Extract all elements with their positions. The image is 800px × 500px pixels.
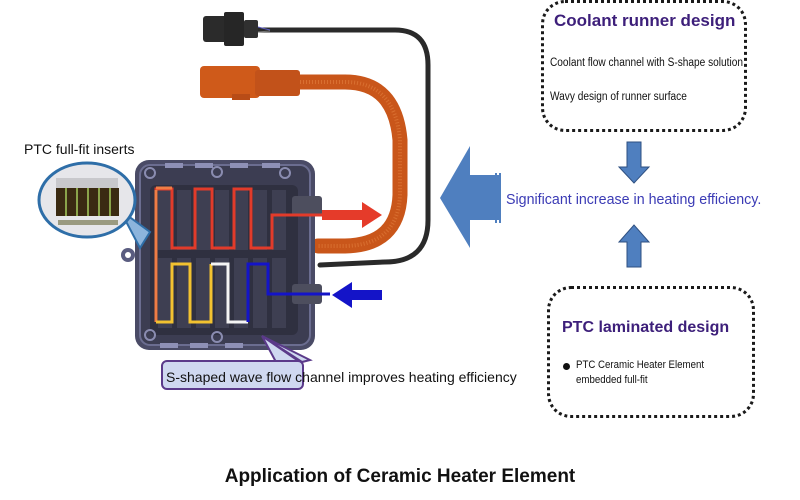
cold-inlet-arrow (332, 282, 382, 308)
signal-cable (252, 27, 431, 268)
down-arrow (617, 141, 651, 184)
big-left-arrow (440, 146, 501, 248)
callout-box (161, 360, 304, 390)
signal-connector (203, 12, 271, 46)
ptc-inserts-label: PTC full-fit inserts (24, 141, 135, 157)
hot-flow-channel (154, 187, 325, 288)
heater-housing (121, 160, 322, 350)
hot-outlet-arrow (322, 202, 382, 228)
ptc-laminated-box: PTC laminated design PTC Ceramic Heater … (547, 286, 755, 418)
efficiency-statement: Significant increase in heating efficien… (506, 191, 762, 208)
coolant-runner-line: Wavy design of runner surface (550, 91, 687, 103)
callout-highlight-text: S-shaped wave flow channel (166, 369, 345, 385)
coolant-runner-title: Coolant runner design (554, 11, 736, 30)
up-arrow (617, 224, 651, 268)
warm-flow-channel (156, 262, 213, 324)
ptc-bullet-line: PTC Ceramic Heater Element (576, 359, 705, 371)
callout-rest-text: improves heating efficiency (344, 369, 517, 385)
hv-connector (200, 66, 300, 100)
ptc-laminated-title: PTC laminated design (562, 319, 730, 336)
mid-flow-channel (211, 262, 248, 324)
ptc-bullet-line: embedded full-fit (576, 374, 648, 386)
ptc-inserts-magnifier (37, 161, 152, 251)
coolant-runner-box: Coolant runner design Coolant flow chann… (541, 0, 747, 132)
cold-flow-channel (246, 262, 330, 322)
page-title: Application of Ceramic Heater Element (224, 466, 576, 487)
callout-text: S-shaped wave flow channel improves heat… (166, 369, 517, 385)
bullet-dot (563, 363, 570, 370)
coolant-runner-line: Coolant flow channel with S-shape soluti… (550, 57, 743, 69)
